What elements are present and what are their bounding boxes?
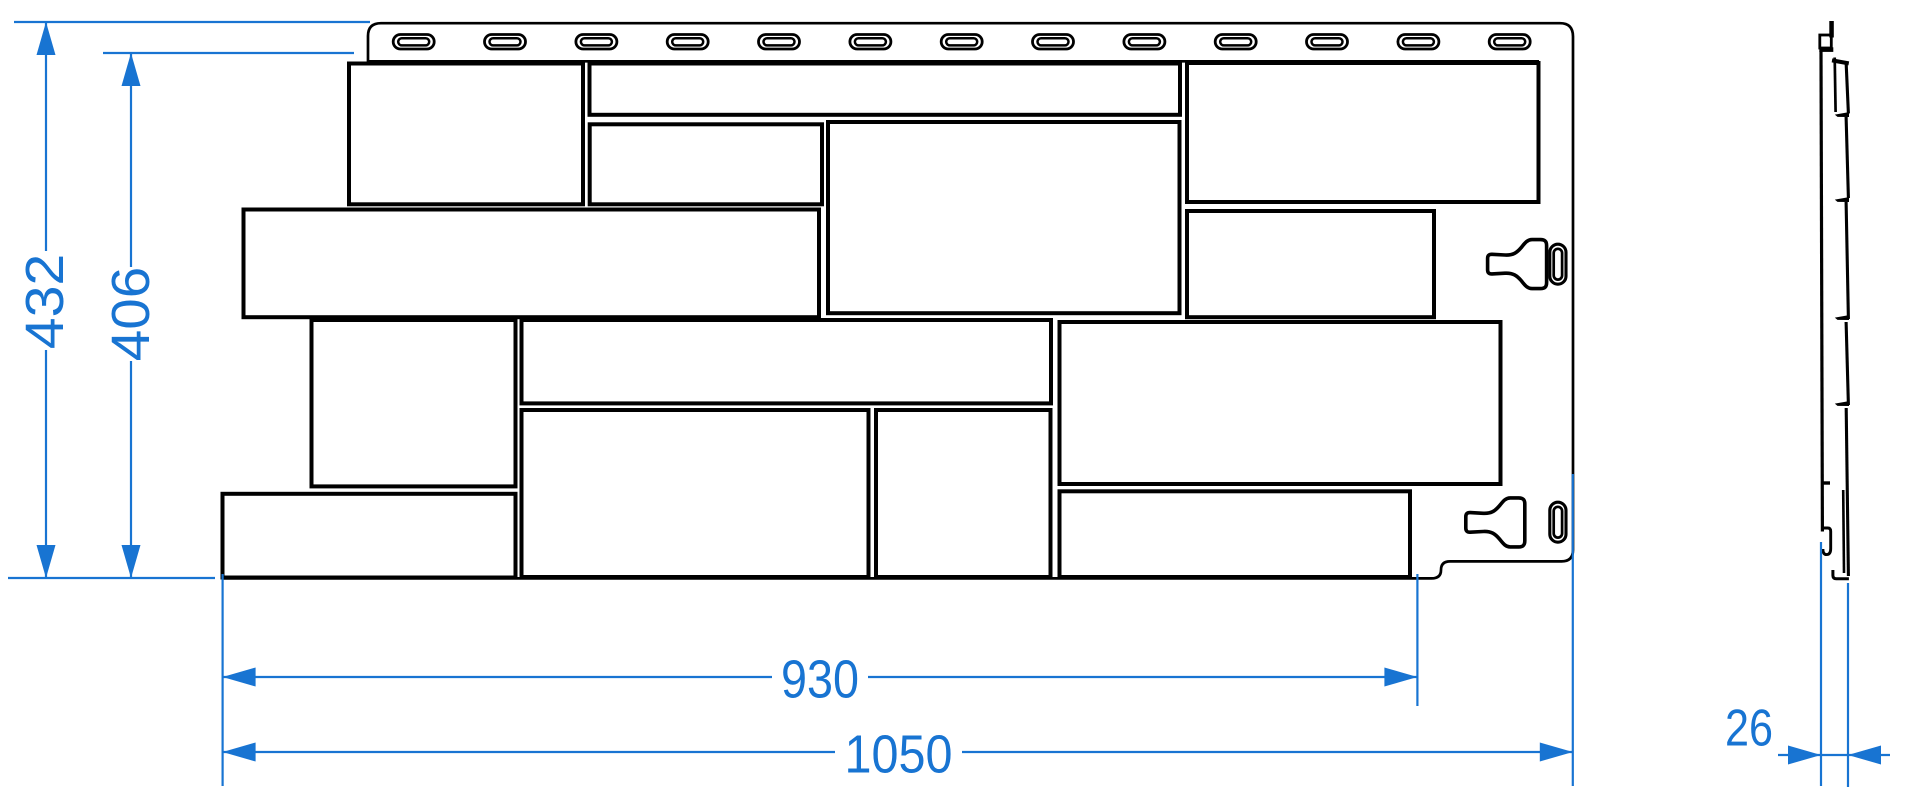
svg-text:930: 930	[781, 650, 859, 710]
svg-text:406: 406	[101, 267, 161, 362]
svg-text:1050: 1050	[845, 725, 953, 785]
svg-text:432: 432	[15, 254, 75, 350]
svg-text:26: 26	[1725, 699, 1773, 757]
